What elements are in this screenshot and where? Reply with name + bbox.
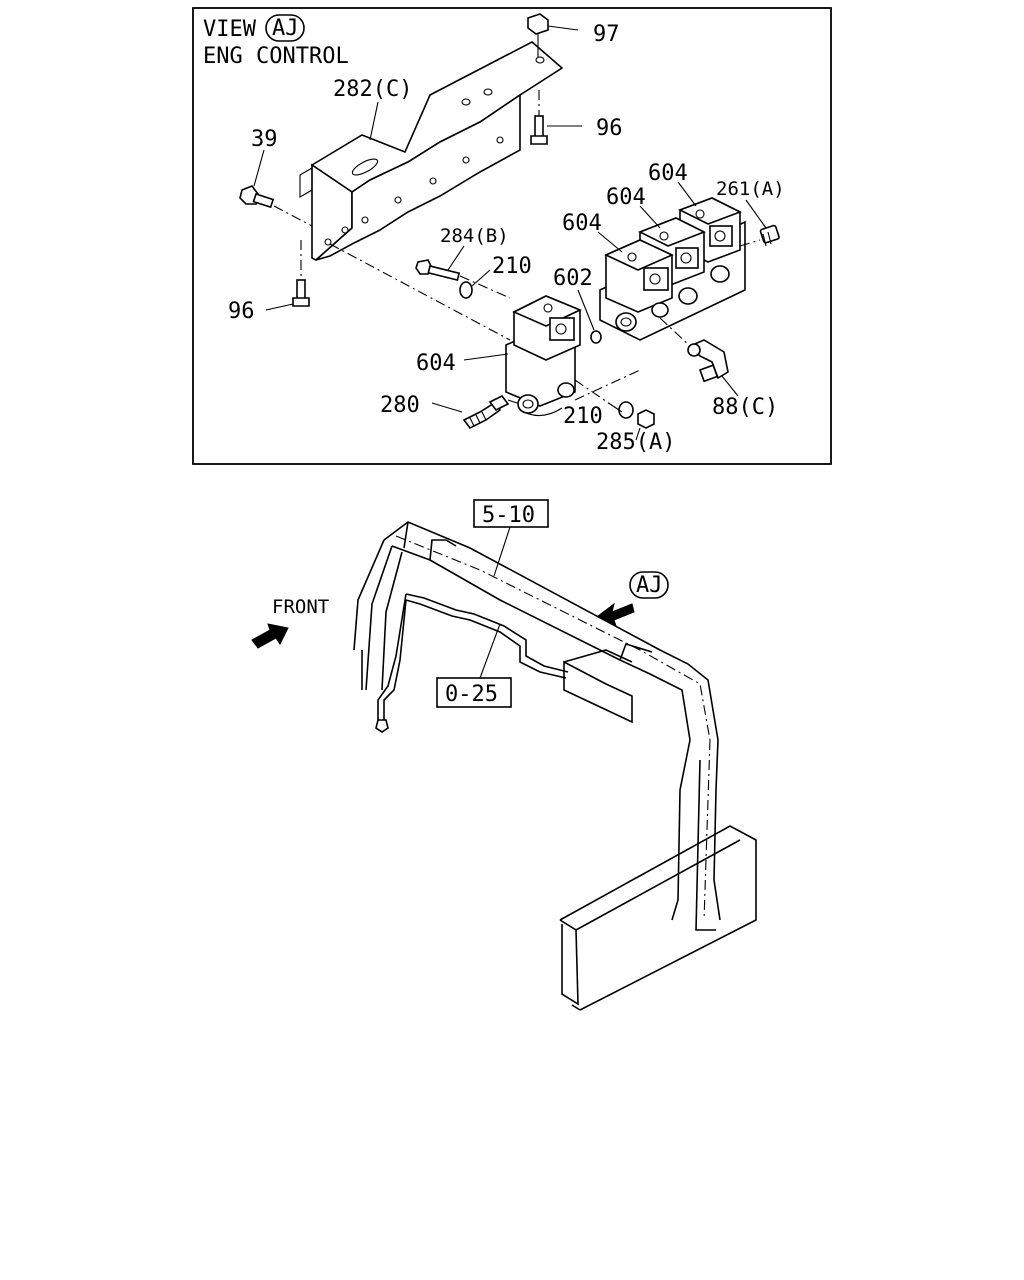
front-label: FRONT <box>272 596 329 618</box>
mount-line <box>329 243 511 341</box>
nut-285a <box>637 409 655 429</box>
valve-604-left <box>505 295 582 417</box>
callout-210-bottom: 210 <box>563 404 603 429</box>
callout-604-a: 604 <box>648 161 688 186</box>
ref-5-10-text: 5-10 <box>482 503 535 528</box>
ref-0-25-text: 0-25 <box>445 682 498 707</box>
view-label: VIEW <box>203 17 257 42</box>
front-arrow <box>251 623 289 649</box>
oring-602 <box>590 330 602 344</box>
callout-96-left: 96 <box>228 299 255 324</box>
bracket-282c <box>299 41 564 261</box>
callout-210-top: 210 <box>492 254 532 279</box>
bolt-39 <box>239 185 313 227</box>
bolt-96-top <box>530 90 548 145</box>
callout-604-left: 604 <box>416 351 456 376</box>
view-ref-bubble <box>265 14 305 42</box>
frame-overview <box>353 521 757 1011</box>
view-direction-arrow <box>597 602 635 628</box>
view-subtitle: ENG CONTROL <box>203 44 349 69</box>
callout-604-c: 604 <box>562 211 602 236</box>
view-ref-bubble-overview <box>629 571 669 599</box>
view-ref-text: AJ <box>272 16 299 41</box>
callout-282c: 282(C) <box>333 77 412 102</box>
callout-96-top: 96 <box>596 116 623 141</box>
callout-280: 280 <box>380 393 420 418</box>
callout-88c: 88(C) <box>712 395 778 420</box>
nut-97 <box>527 13 549 58</box>
callout-39: 39 <box>251 127 278 152</box>
valve-bank <box>599 197 746 341</box>
washer-210-top <box>459 281 473 299</box>
ref-box-0-25 <box>436 677 512 708</box>
callout-261a: 261(A) <box>716 178 785 200</box>
ref-box-5-10 <box>473 499 549 528</box>
fitting-280 <box>462 394 521 430</box>
callout-284b: 284(B) <box>440 225 509 247</box>
washer-210-bottom <box>618 401 634 419</box>
callout-97: 97 <box>593 22 620 47</box>
bolt-96-left <box>292 240 310 307</box>
bolt-284b <box>415 259 511 299</box>
view-ref-overview-text: AJ <box>636 573 663 598</box>
callout-602: 602 <box>553 266 593 291</box>
callout-604-b: 604 <box>606 185 646 210</box>
callout-285a: 285(A) <box>596 430 675 455</box>
plug-261a <box>739 224 780 247</box>
elbow-88c <box>659 317 729 383</box>
